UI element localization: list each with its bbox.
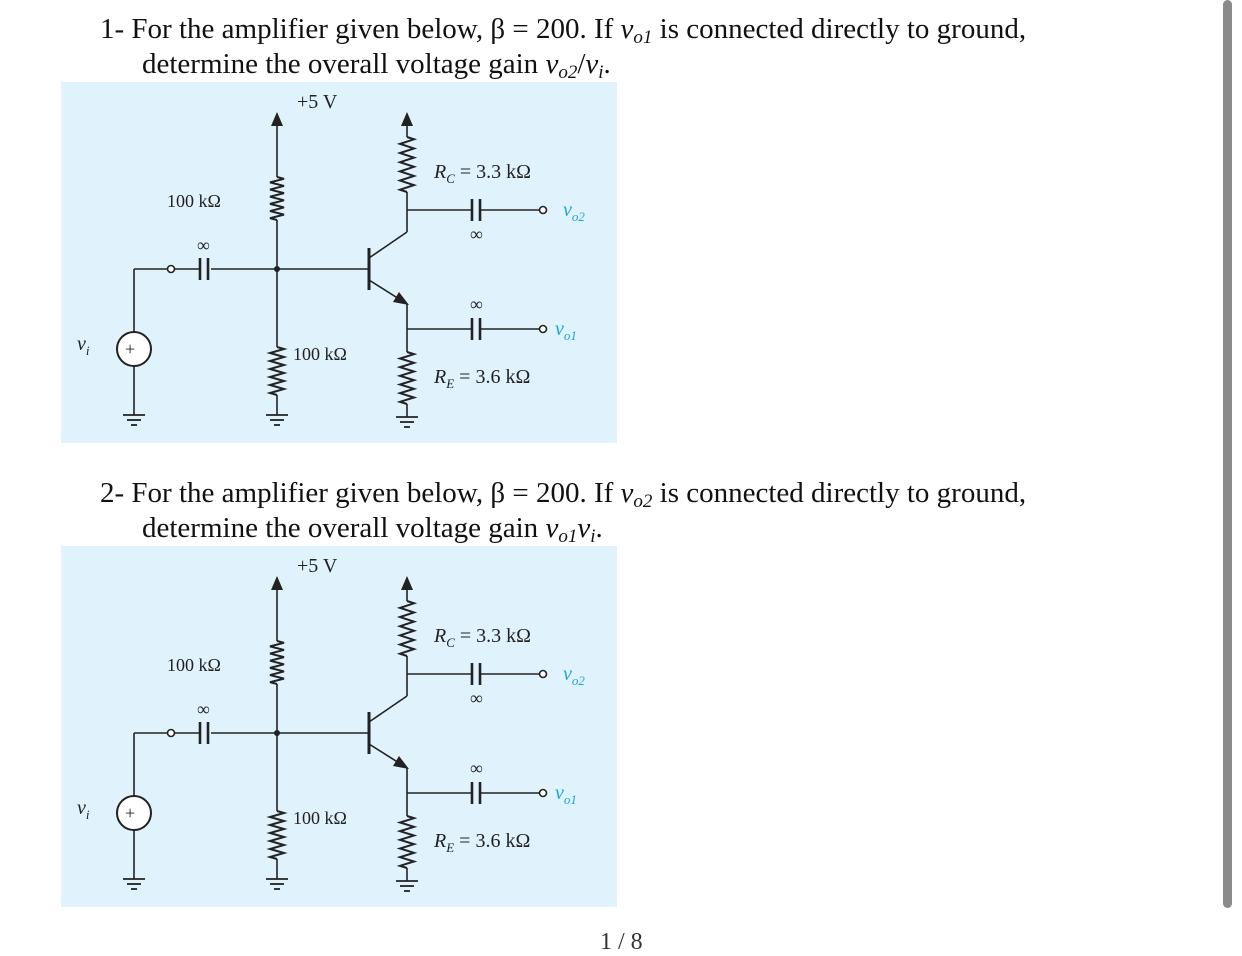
question-2-line-1: 2- For the amplifier given below, β = 20… (100, 477, 1027, 512)
resistor-r1 (269, 176, 285, 221)
rc-label: RC = 3.3 kΩ (433, 161, 531, 186)
emitter-arrow (393, 292, 409, 305)
output2-label: vo2 (563, 199, 585, 224)
output2-terminal (538, 669, 548, 679)
transistor-collector (368, 231, 408, 259)
supply-label: +5 V (297, 555, 338, 577)
circuit-diagram-2: +5 V 100 kΩ 100 kΩ ∞ + vi RC = 3.3 kΩ ∞ vo2 RE = … (61, 546, 617, 907)
output1-label: vo1 (555, 318, 577, 343)
input-terminal (166, 728, 176, 738)
question-2: 2- For the amplifier given below, β = 20… (100, 476, 1026, 546)
source-label: vi (77, 333, 90, 358)
resistor-re (396, 351, 418, 405)
resistor-rc (396, 136, 418, 193)
vertical-scrollbar[interactable] (1223, 0, 1232, 908)
supply-arrow (271, 576, 283, 590)
output2-cap-label: ∞ (470, 688, 483, 708)
input-cap-label: ∞ (197, 699, 210, 719)
supply-label: +5 V (297, 91, 338, 113)
r1-label: 100 kΩ (167, 191, 221, 211)
question-2-number: 2- (100, 477, 125, 509)
r2-label: 100 kΩ (293, 344, 347, 364)
output1-label: vo1 (555, 782, 577, 807)
input-cap-label: ∞ (197, 235, 210, 255)
question-1-number: 1- (100, 13, 125, 45)
re-label: RE = 3.6 kΩ (433, 366, 530, 391)
question-1-line-2: determine the overall voltage gain vo2/v… (142, 48, 611, 83)
rc-label: RC = 3.3 kΩ (433, 625, 531, 650)
supply-arrow (401, 576, 413, 590)
question-1: 1- For the amplifier given below, β = 20… (100, 12, 1026, 82)
transistor-collector (368, 695, 408, 723)
r1-label: 100 kΩ (167, 655, 221, 675)
circuit-schematic: +5 V 100 kΩ 100 kΩ ∞ + vi RC = 3.3 kΩ ∞ vo2 RE = … (77, 91, 585, 428)
resistor-r1 (269, 640, 285, 685)
output1-terminal (538, 324, 548, 334)
circuit-schematic: +5 V 100 kΩ 100 kΩ ∞ + vi RC = 3.3 kΩ ∞ vo2 RE = … (77, 555, 585, 892)
question-1-line-1: 1- For the amplifier given below, β = 20… (100, 13, 1027, 48)
output1-cap-label: ∞ (470, 758, 483, 778)
source-label: vi (77, 797, 90, 822)
resistor-re (396, 815, 418, 869)
r2-label: 100 kΩ (293, 808, 347, 828)
output2-cap-label: ∞ (470, 224, 483, 244)
output2-label: vo2 (563, 663, 585, 688)
output1-cap-label: ∞ (470, 294, 483, 314)
supply-arrow (401, 112, 413, 126)
source-plus: + (125, 803, 135, 823)
resistor-r2 (266, 810, 288, 860)
source-plus: + (125, 339, 135, 359)
resistor-r2 (266, 346, 288, 396)
supply-arrow (271, 112, 283, 126)
question-2-line-2: determine the overall voltage gain vo1vi… (142, 512, 603, 547)
output2-terminal (538, 205, 548, 215)
output1-terminal (538, 788, 548, 798)
circuit-diagram-1: +5 V 100 kΩ 100 kΩ ∞ + vi RC = 3.3 kΩ ∞ vo2 RE = … (61, 82, 617, 443)
emitter-arrow (393, 756, 409, 769)
resistor-rc (396, 600, 418, 657)
re-label: RE = 3.6 kΩ (433, 830, 530, 855)
input-terminal (166, 264, 176, 274)
